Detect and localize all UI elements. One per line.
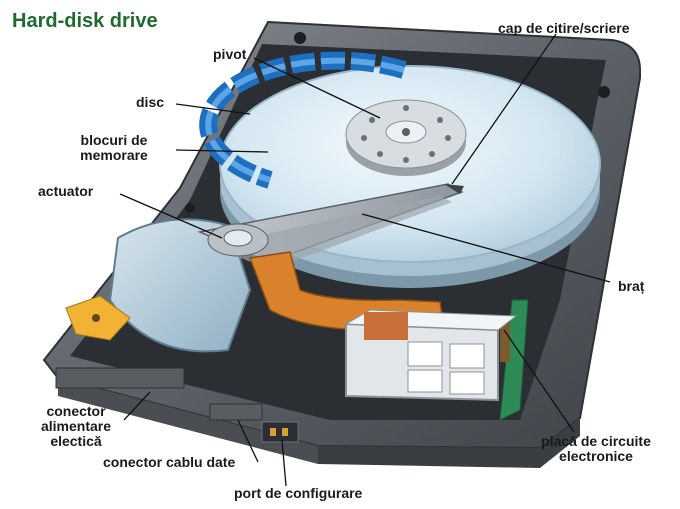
leader-pcb xyxy=(503,329,575,433)
leader-data xyxy=(237,419,259,463)
label-arm: braț xyxy=(618,278,645,294)
leader-head xyxy=(451,33,557,185)
label-power-connector: conector alimentare electică xyxy=(20,404,132,449)
config-port xyxy=(261,421,299,443)
diagram-title: Hard-disk drive xyxy=(12,10,158,32)
screw-hole xyxy=(294,32,306,44)
leader-config xyxy=(281,439,287,487)
actuator-pivot-cap xyxy=(223,229,253,247)
label-pcb-line1: placă de circuite xyxy=(541,433,651,449)
leader-blocks xyxy=(175,149,269,153)
label-disc: disc xyxy=(136,94,165,110)
case-rail-right xyxy=(318,418,580,468)
label-pcb-line2: electronice xyxy=(559,448,633,464)
leader-power xyxy=(123,391,151,421)
leader-pivot xyxy=(253,57,381,119)
spindle-hole xyxy=(402,128,410,136)
leader-actuator xyxy=(119,193,223,239)
pcb-board xyxy=(499,299,529,421)
leader-arm xyxy=(361,213,611,283)
label-memory-blocks-line2: memorare xyxy=(80,147,148,163)
label-power-line2: alimentare xyxy=(40,418,112,434)
label-memory-blocks-line1: blocuri de xyxy=(80,132,148,148)
label-data-connector: conector cablu date xyxy=(103,454,236,470)
leader-lines xyxy=(119,33,611,487)
case-rail xyxy=(58,378,318,464)
power-connector xyxy=(55,367,185,389)
connector-sockets xyxy=(407,341,485,395)
label-power-line3: electică xyxy=(50,433,102,449)
label-pivot: pivot xyxy=(213,46,247,62)
label-actuator: actuator xyxy=(38,183,94,199)
label-pcb: placă de circuite electronice xyxy=(526,434,666,464)
read-write-head xyxy=(444,184,464,194)
label-power-line1: conector xyxy=(46,403,106,419)
actuator-plate xyxy=(108,218,252,353)
connector-flex-window xyxy=(364,312,408,340)
memory-blocks-inner xyxy=(205,57,405,183)
leader-disc xyxy=(175,103,251,115)
data-connector xyxy=(209,403,263,421)
label-read-write-head: cap de citire/scriere xyxy=(498,20,630,36)
config-pin xyxy=(270,428,276,436)
read-write-arm-lower xyxy=(212,196,452,270)
bracket-screw xyxy=(92,314,100,322)
hub-screws xyxy=(361,105,451,163)
label-config-port: port de configurare xyxy=(234,485,363,501)
screw-hole xyxy=(598,86,610,98)
pcb-chip xyxy=(500,322,510,362)
screw-hole xyxy=(185,203,195,213)
config-pin xyxy=(282,428,288,436)
label-memory-blocks: blocuri de memorare xyxy=(52,133,176,163)
